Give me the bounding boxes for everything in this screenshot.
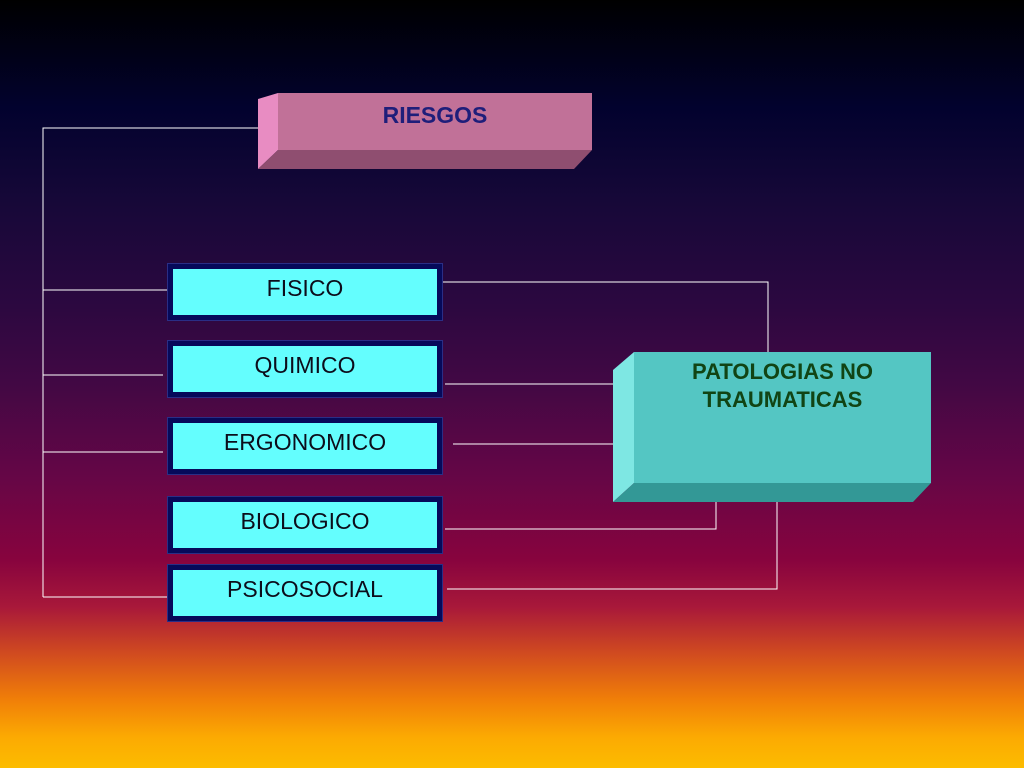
- connector-psicosocial-patologias: [447, 495, 778, 590]
- riesgos-label: RIESGOS: [382, 102, 488, 128]
- category-ergonomico: ERGONOMICO: [167, 417, 443, 475]
- category-quimico: QUIMICO: [167, 340, 443, 398]
- riesgos-box-side: [258, 93, 278, 169]
- category-biologico: BIOLOGICO: [167, 496, 443, 554]
- category-psicosocial: PSICOSOCIAL: [167, 564, 443, 622]
- patologias-box-side: [613, 352, 634, 502]
- patologias-box-bottom: [613, 483, 931, 502]
- connector-riesgos-trunk: [42, 127, 258, 597]
- riesgos-box-bottom: [258, 150, 592, 169]
- riesgos-box-front: [278, 93, 592, 150]
- category-fisico: FISICO: [167, 263, 443, 321]
- patologias-label-line2: TRAUMATICAS: [702, 387, 863, 412]
- patologias-label-line1: PATOLOGIAS NO: [692, 359, 873, 384]
- patologias-box: PATOLOGIAS NO TRAUMATICAS: [613, 352, 931, 502]
- patologias-label: PATOLOGIAS NO TRAUMATICAS: [634, 358, 931, 414]
- patologias-box-front: [634, 352, 931, 483]
- connector-fisico-patologias: [442, 281, 769, 352]
- connector-biologico-patologias: [445, 502, 717, 530]
- riesgos-box: RIESGOS: [258, 93, 592, 169]
